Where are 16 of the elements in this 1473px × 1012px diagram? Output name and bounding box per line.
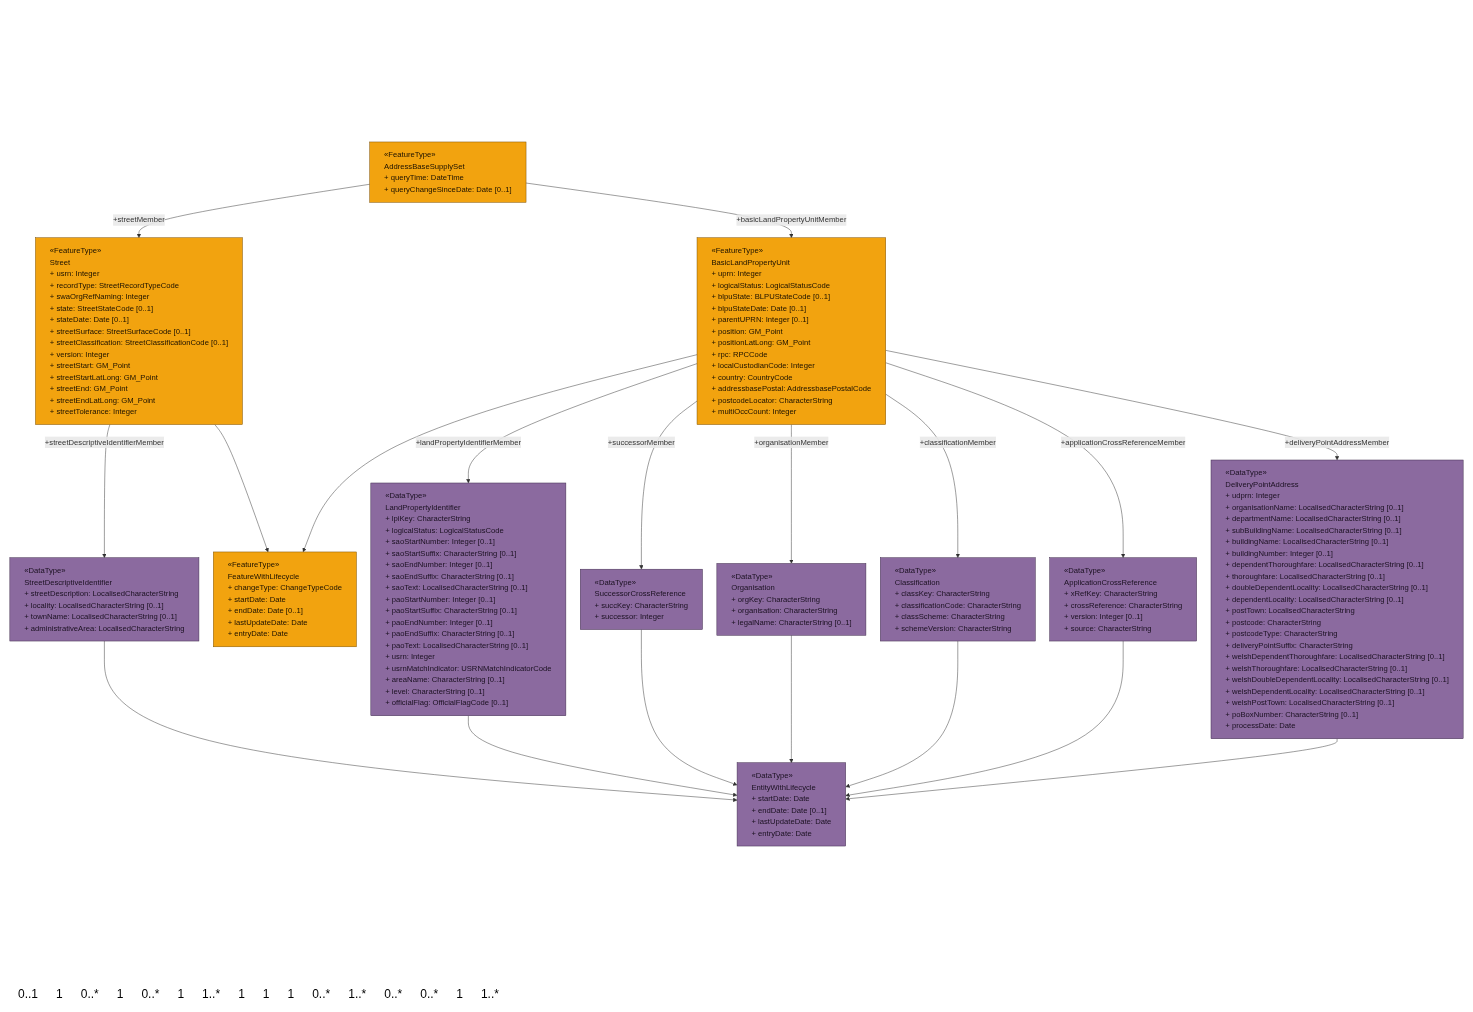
multiplicity-label: 0..* xyxy=(311,986,332,1002)
multiplicity-label: 1 xyxy=(286,986,296,1002)
multiplicity-label: 1 xyxy=(176,986,186,1002)
multiplicity-label: 0..* xyxy=(79,986,100,1002)
multiplicity-label: 0..* xyxy=(419,986,440,1002)
multiplicity-label: 1..* xyxy=(201,986,222,1002)
multiplicity-label: 1 xyxy=(237,986,246,1002)
multiplicity-label: 1 xyxy=(455,986,464,1002)
multiplicity-label: 1 xyxy=(55,986,64,1002)
multiplicity-label: 1 xyxy=(261,986,271,1002)
multiplicity-label: 1..* xyxy=(347,986,368,1002)
multiplicity-label: 0..* xyxy=(383,986,404,1002)
multiplicity-label: 0..1 xyxy=(17,986,39,1002)
multiplicity-label: 1..* xyxy=(479,986,500,1002)
multiplicity-label: 0..* xyxy=(140,986,161,1002)
multiplicity-label: 1 xyxy=(115,986,125,1002)
